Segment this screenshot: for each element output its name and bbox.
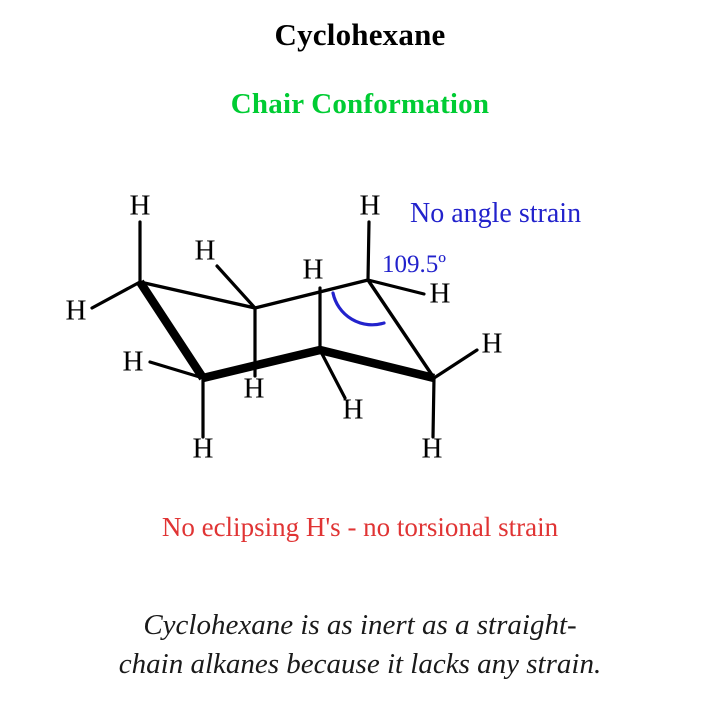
bond-c1-c2 xyxy=(138,280,257,310)
page-subtitle: Chair Conformation xyxy=(230,88,490,120)
page-title: Cyclohexane xyxy=(274,17,446,52)
hbond-c6-equatorial xyxy=(148,360,205,380)
caption-line-1: Cyclohexane is as inert as a straight- xyxy=(143,609,577,641)
bond-angle-arc xyxy=(331,291,386,327)
h-label-c6-equatorial: H xyxy=(123,346,144,378)
h-label-c1-equatorial: H xyxy=(66,295,87,327)
hbond-c4-axial xyxy=(431,376,436,439)
bond-c1-c6 xyxy=(136,279,207,381)
hbond-c3-equatorial xyxy=(366,278,426,296)
h-label-c5-axial: H xyxy=(303,254,324,286)
bond-c2-c3 xyxy=(253,278,370,310)
hbond-c1-equatorial xyxy=(90,280,142,310)
h-label-c3-axial: H xyxy=(360,190,381,222)
annotation-no-angle-strain: No angle strain xyxy=(410,198,581,229)
hydrogen-labels: H H H H H H H H H H H H xyxy=(66,190,503,465)
bond-c3-c4 xyxy=(366,278,436,380)
caption-line-2: chain alkanes because it lacks any strai… xyxy=(118,648,602,680)
hbond-c3-axial xyxy=(366,220,371,282)
hbond-c5-equatorial xyxy=(318,348,347,400)
h-label-c3-equatorial: H xyxy=(430,278,451,310)
h-label-c4-equatorial: H xyxy=(482,328,503,360)
h-label-c1-axial: H xyxy=(130,190,151,222)
h-label-c5-equatorial: H xyxy=(343,394,364,426)
h-label-c6-axial: H xyxy=(193,433,214,465)
h-label-c2-equatorial: H xyxy=(244,373,265,405)
hbond-c2-axial xyxy=(215,264,257,310)
bond-c5-c4 xyxy=(318,345,436,383)
h-label-c2-axial: H xyxy=(195,235,216,267)
hbond-c4-equatorial xyxy=(432,348,479,380)
note-no-torsional-strain: No eclipsing H's - no torsional strain xyxy=(161,512,559,542)
h-label-c4-axial: H xyxy=(422,433,443,465)
bond-c6-c5 xyxy=(202,345,321,383)
annotation-bond-angle-value: 109.5º xyxy=(382,251,446,278)
